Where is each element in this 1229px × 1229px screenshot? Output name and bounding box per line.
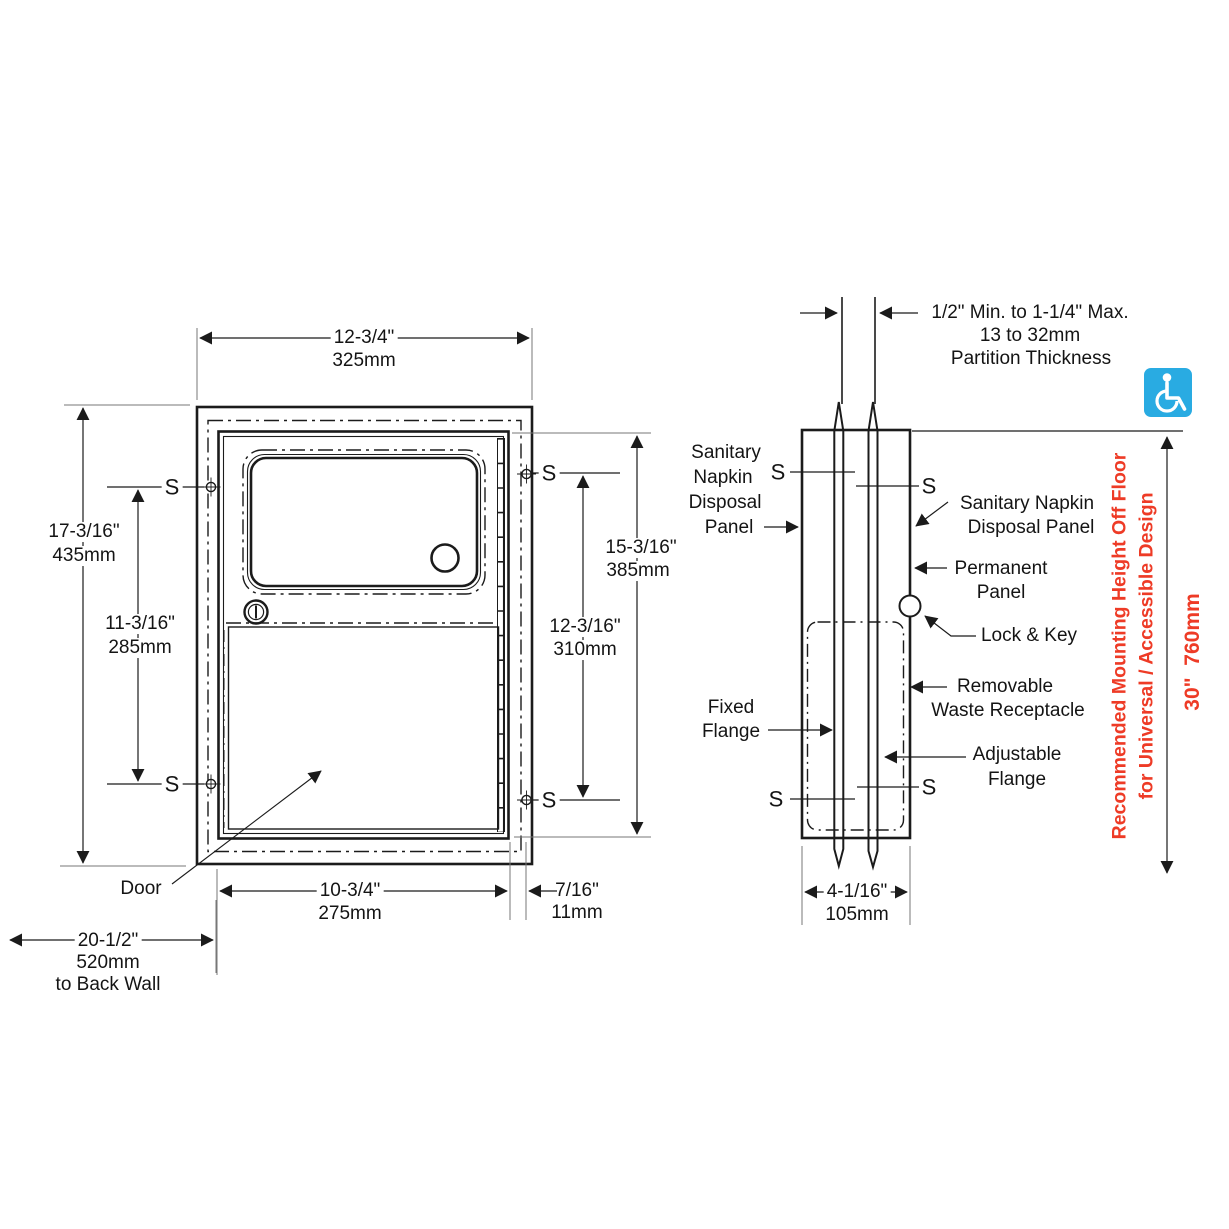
permanent-panel-label-2: Panel xyxy=(976,582,1026,604)
panel-right-label-2: Disposal Panel xyxy=(967,517,1095,539)
partition-thickness-line3: Partition Thickness xyxy=(950,348,1112,370)
screw-label: S xyxy=(921,473,937,499)
dim-door-width-mm: 275mm xyxy=(315,904,385,924)
flap-knob xyxy=(430,543,460,573)
dim-door-offset-mm: 11mm xyxy=(551,902,603,924)
screw-label: S xyxy=(161,772,183,796)
dim-back-wall-note: to Back Wall xyxy=(52,975,164,995)
side-view-cabinet xyxy=(764,297,1183,925)
dim-depth-in: 4-1/16" xyxy=(823,882,891,902)
partition-thickness-line2: 13 to 32mm xyxy=(979,325,1081,347)
accessibility-icon xyxy=(1144,368,1192,417)
dim-screw-left-mm: 285mm xyxy=(105,638,175,658)
keyhole-lock xyxy=(243,599,269,625)
dim-door-height-mm: 385mm xyxy=(603,561,673,581)
mounting-note-line2: for Universal / Accessible Design xyxy=(1135,492,1158,800)
dim-overall-width-mm: 325mm xyxy=(329,351,399,371)
dim-overall-height-in: 17-3/16" xyxy=(45,522,123,542)
mounting-screws xyxy=(201,464,536,810)
dim-screw-left-in: 11-3/16" xyxy=(102,614,178,634)
waste-receptacle-label-1: Removable xyxy=(956,676,1054,698)
lock-cylinder xyxy=(898,594,922,618)
dim-screw-right-mm: 310mm xyxy=(550,640,620,660)
dim-overall-width-in: 12-3/4" xyxy=(330,328,398,348)
lock-and-key-label: Lock & Key xyxy=(980,625,1078,647)
panel-left-label-4: Panel xyxy=(704,517,754,539)
fixed-flange-label-1: Fixed xyxy=(707,697,755,719)
door-label: Door xyxy=(120,878,162,900)
dim-back-wall-mm: 520mm xyxy=(73,953,143,973)
dim-door-height-in: 15-3/16" xyxy=(602,538,680,558)
dim-door-offset-in: 7/16" xyxy=(555,880,599,902)
panel-left-label-2: Napkin xyxy=(693,467,753,489)
panel-left-label-1: Sanitary xyxy=(691,442,761,464)
fixed-flange-label-2: Flange xyxy=(701,721,761,743)
screw-label: S xyxy=(768,786,784,812)
waste-receptacle-label-2: Waste Receptacle xyxy=(931,700,1085,722)
screw-label: S xyxy=(921,774,937,800)
dim-back-wall-in: 20-1/2" xyxy=(74,931,142,951)
adjustable-flange-label-2: Flange xyxy=(987,769,1047,791)
screw-label: S xyxy=(161,475,183,499)
screw-label: S xyxy=(538,788,560,812)
partition-thickness-line1: 1/2" Min. to 1-1/4" Max. xyxy=(931,302,1129,324)
dim-depth-mm: 105mm xyxy=(825,904,889,926)
mounting-note-line1: Recommended Mounting Height Off Floor xyxy=(1108,452,1131,840)
adjustable-flange-label-1: Adjustable xyxy=(972,744,1062,766)
panel-left-label-3: Disposal xyxy=(688,492,762,514)
dim-screw-right-in: 12-3/16" xyxy=(546,617,624,637)
screw-label: S xyxy=(770,459,786,485)
screw-label: S xyxy=(538,461,560,485)
door-leader-line xyxy=(171,770,322,885)
dim-mounting-height: 30" 760mm xyxy=(1181,593,1204,711)
adjustable-flange-blade xyxy=(867,401,879,871)
permanent-panel-label-1: Permanent xyxy=(954,558,1048,580)
dim-door-width-in: 10-3/4" xyxy=(316,881,384,901)
dim-overall-height-mm: 435mm xyxy=(49,546,119,566)
front-view-cabinet xyxy=(107,405,620,885)
panel-right-label-1: Sanitary Napkin xyxy=(959,493,1095,515)
waste-receptacle-outline xyxy=(806,621,905,831)
